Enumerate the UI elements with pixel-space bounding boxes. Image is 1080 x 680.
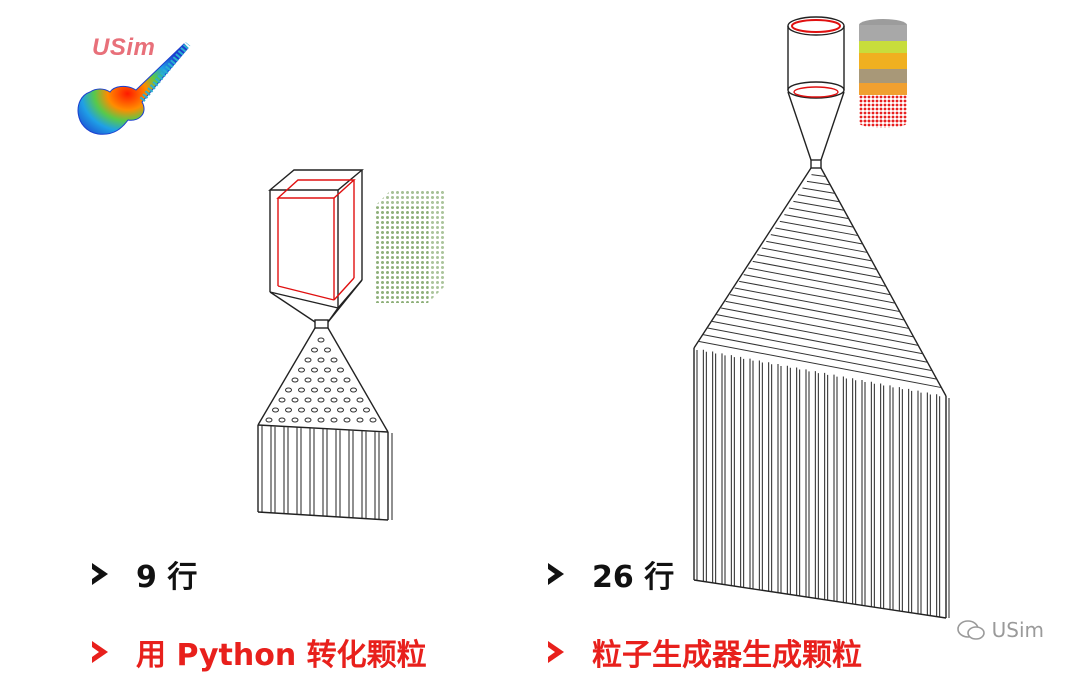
particle-column-colored bbox=[859, 19, 907, 128]
particle-block-green bbox=[374, 189, 446, 303]
guitar-logo-icon bbox=[77, 42, 191, 135]
bullet-arrow-icon bbox=[92, 563, 108, 585]
right-rows-label: 26 行 bbox=[592, 560, 675, 595]
right-method-caption: 粒子生成器生成颗粒 bbox=[548, 630, 862, 674]
wechat-icon bbox=[956, 620, 985, 640]
galton-board-26-rows-model bbox=[693, 16, 950, 619]
left-rows-caption: 9 行 bbox=[92, 552, 197, 596]
bullet-arrow-icon bbox=[548, 641, 564, 663]
left-method-label: 用 Python 转化颗粒 bbox=[136, 638, 427, 673]
right-rows-caption: 26 行 bbox=[548, 552, 674, 596]
left-rows-label: 9 行 bbox=[136, 560, 198, 595]
watermark: USim bbox=[956, 618, 1044, 642]
usim-logo-text: USim bbox=[92, 34, 156, 61]
galton-board-9-rows-model bbox=[257, 169, 393, 521]
left-method-caption: 用 Python 转化颗粒 bbox=[92, 630, 427, 674]
bullet-arrow-icon bbox=[548, 563, 564, 585]
bullet-arrow-icon bbox=[92, 641, 108, 663]
watermark-text: USim bbox=[991, 618, 1044, 642]
right-method-label: 粒子生成器生成颗粒 bbox=[592, 638, 862, 673]
